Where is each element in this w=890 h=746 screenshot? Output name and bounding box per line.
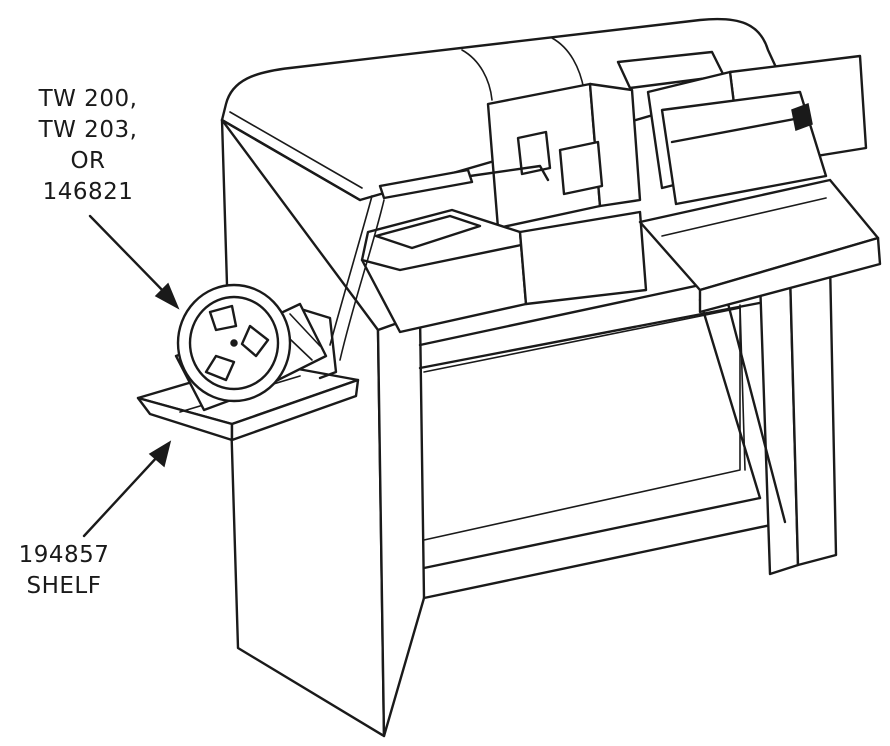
reel-label-line: 146821 [42,179,134,205]
reel-label-line: TW 200, [38,86,138,112]
reel-label-line: OR [70,148,106,174]
stand [220,118,838,738]
shelf-label-line: SHELF [26,573,102,599]
shelf-callout-arrow [82,440,172,538]
arrow-icon [154,282,180,310]
shelf-label-line: 194857 [18,542,110,568]
tape-reel [174,283,338,412]
mechanism [360,82,882,334]
shelf-part-label: 194857 SHELF [4,540,124,602]
tape-path [329,195,385,361]
reel-callout-arrow [88,214,180,310]
arrow-icon [148,440,172,468]
reel-part-label: TW 200, TW 203, OR 146821 [6,84,170,208]
reel-label-line: TW 203, [38,117,138,143]
